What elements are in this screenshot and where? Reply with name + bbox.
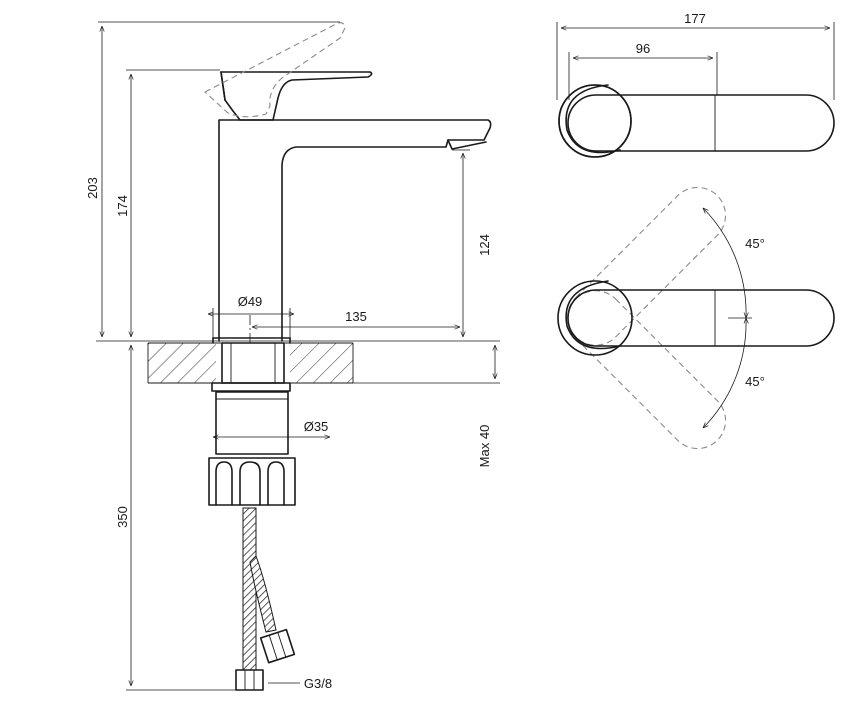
fixing-nut <box>208 457 296 506</box>
lever-raised-ghost <box>204 22 346 118</box>
label-angle-upper: 45° <box>745 236 765 251</box>
top-view-upper <box>556 22 835 158</box>
countertop-section <box>147 341 354 385</box>
label-mount-diameter: Ø35 <box>304 419 329 434</box>
label-total-height: 203 <box>85 177 100 199</box>
lever-handle <box>220 71 373 121</box>
faucet-body <box>212 119 492 344</box>
label-lever-length: 96 <box>636 41 650 56</box>
label-body-diameter: Ø49 <box>238 294 263 309</box>
label-hose-length: 350 <box>115 506 130 528</box>
label-angle-lower: 45° <box>745 374 765 389</box>
top-view-lower <box>557 186 835 450</box>
label-max-thickness: Max 40 <box>477 425 492 468</box>
label-spout-reach: 135 <box>345 309 367 324</box>
label-spout-height: 174 <box>115 195 130 217</box>
side-view <box>96 21 500 691</box>
flexible-hoses <box>235 507 296 691</box>
label-thread: G3/8 <box>304 676 332 691</box>
label-outlet-height: 124 <box>477 234 492 256</box>
label-top-width: 177 <box>684 11 706 26</box>
mounting-shank <box>211 342 291 455</box>
